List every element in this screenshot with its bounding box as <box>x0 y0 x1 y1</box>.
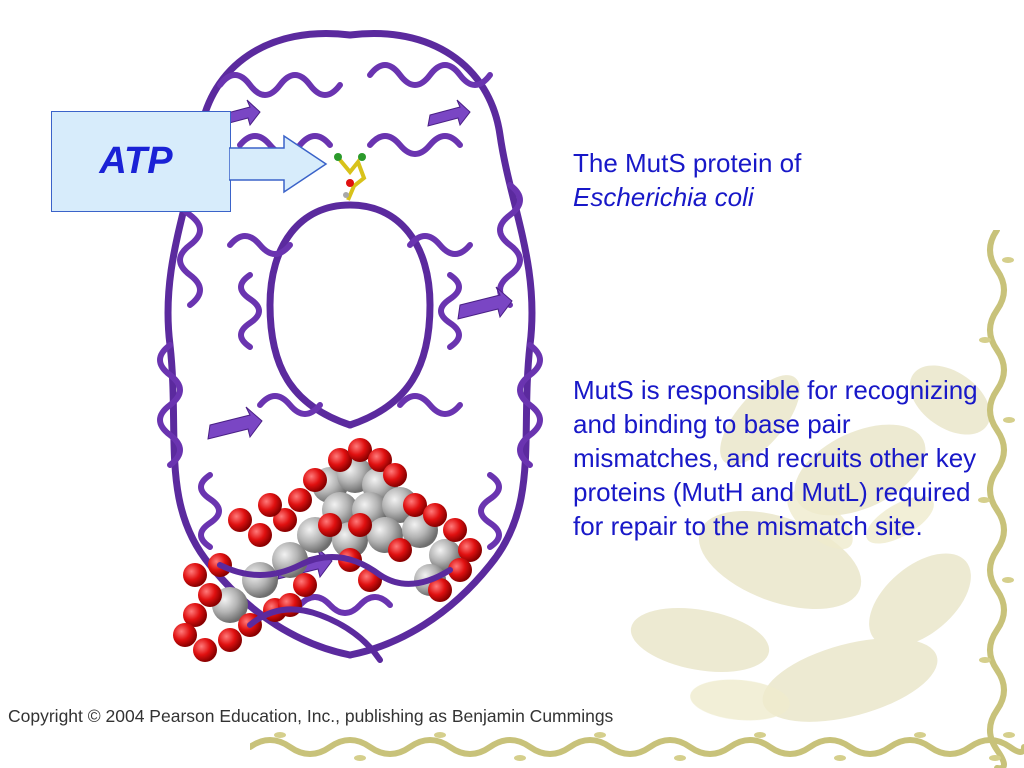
vine-border-bottom-icon <box>250 732 1024 761</box>
figure-caption-body: MutS is responsible for recognizing and … <box>573 375 978 541</box>
atp-callout-arrow <box>229 134 328 194</box>
muts-protein-structure-image <box>157 30 543 663</box>
vine-border-right-icon <box>978 230 1015 768</box>
caption-species-name: Escherichia coli <box>573 182 754 212</box>
atp-label: ATP <box>99 140 173 182</box>
figure-caption-title: The MutS protein of Escherichia coli <box>573 146 993 214</box>
atp-callout-box: ATP <box>51 111 231 212</box>
copyright-notice: Copyright © 2004 Pearson Education, Inc.… <box>8 706 614 726</box>
caption-title-text: The MutS protein of <box>573 148 802 178</box>
